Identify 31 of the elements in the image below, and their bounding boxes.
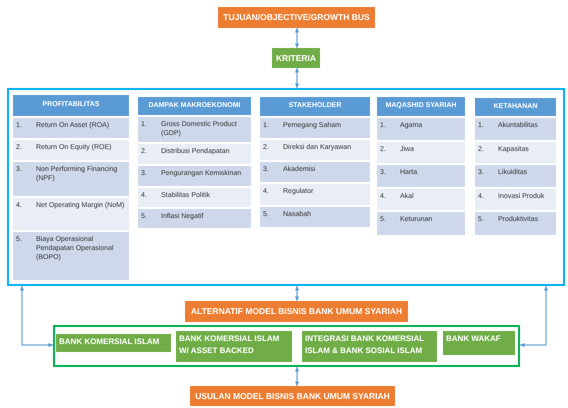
- model-box: INTEGRASI BANK KOMERSIAL ISLAM & BANK SOSIAL ISLAM: [302, 331, 437, 362]
- list-item-box: [260, 118, 370, 138]
- model-box: BANK KOMERSIAL ISLAM: [56, 334, 171, 352]
- arrow: [295, 286, 299, 302]
- list-item-box: [138, 117, 251, 142]
- title-box: USULAN MODEL BISNIS BANK UMUM SYARIAH: [190, 386, 395, 406]
- list-item-box: [377, 118, 465, 140]
- model-frame: [53, 325, 520, 367]
- list-item-box: [260, 207, 370, 227]
- arrow: [20, 286, 54, 347]
- criteria-box: KRITERIA: [272, 48, 320, 68]
- list-item-box: [13, 118, 129, 138]
- list-item-box: [138, 209, 251, 228]
- arrow: [520, 286, 548, 347]
- title-box: TUJUAN/OBJECTIVE/GROWTH BUS: [218, 7, 375, 28]
- list-item-box: [475, 165, 556, 187]
- title-box: ALTERNATIF MODEL BISNIS BANK UMUM SYARIAH: [185, 301, 408, 322]
- model-box: BANK WAKAF: [443, 331, 515, 355]
- list-item-box: [377, 165, 465, 187]
- list-item-box: [13, 232, 129, 280]
- criteria-frame: [7, 88, 565, 286]
- model-box: BANK KOMERSIAL ISLAM W/ ASSET BACKED: [176, 331, 292, 362]
- list-item-box: [260, 162, 370, 182]
- list-item-box: [138, 166, 251, 186]
- list-item-box: [377, 212, 465, 235]
- arrow: [295, 28, 299, 48]
- arrow: [295, 68, 299, 88]
- list-item-box: [475, 118, 556, 140]
- arrow: [295, 366, 299, 386]
- list-item-box: [475, 212, 556, 235]
- list-item-box: [13, 162, 129, 196]
